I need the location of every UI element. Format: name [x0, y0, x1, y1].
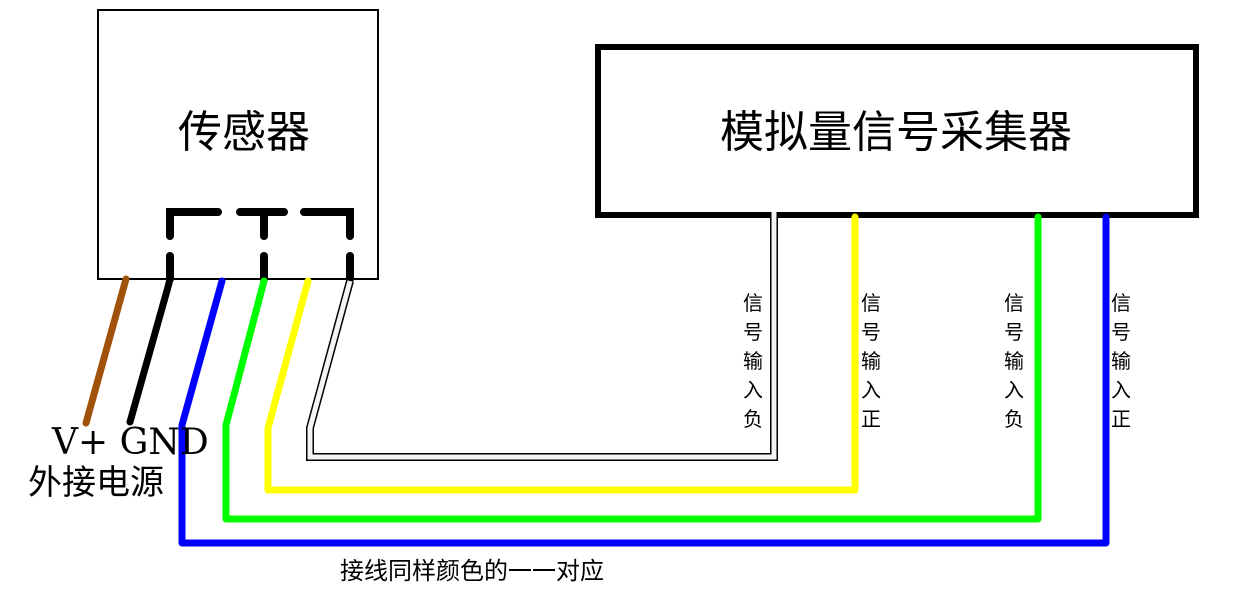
terminal-label-3: 信号输入负: [1004, 291, 1024, 431]
collector-box: [595, 44, 1199, 218]
wiring-note: 接线同样颜色的一一对应: [340, 557, 604, 585]
wire-yellow: [264, 213, 859, 494]
terminal-label-2: 信号输入正: [861, 291, 881, 431]
power-source-label: 外接电源: [28, 463, 164, 503]
wire-white: [306, 212, 778, 461]
sensor-box: [97, 9, 379, 280]
wire-black-gnd: [126, 275, 174, 426]
wire-blue: [178, 213, 1110, 547]
wire-green: [222, 213, 1042, 523]
internal-jumper: [166, 208, 354, 283]
wire-brown-vplus: [82, 275, 130, 427]
terminal-label-4: 信号输入正: [1111, 291, 1131, 431]
collector-title: 模拟量信号采集器: [720, 107, 1072, 158]
terminal-label-1: 信号输入负: [743, 291, 763, 431]
power-pins-label: V+ GND: [52, 422, 209, 463]
sensor-title: 传感器: [178, 107, 310, 158]
